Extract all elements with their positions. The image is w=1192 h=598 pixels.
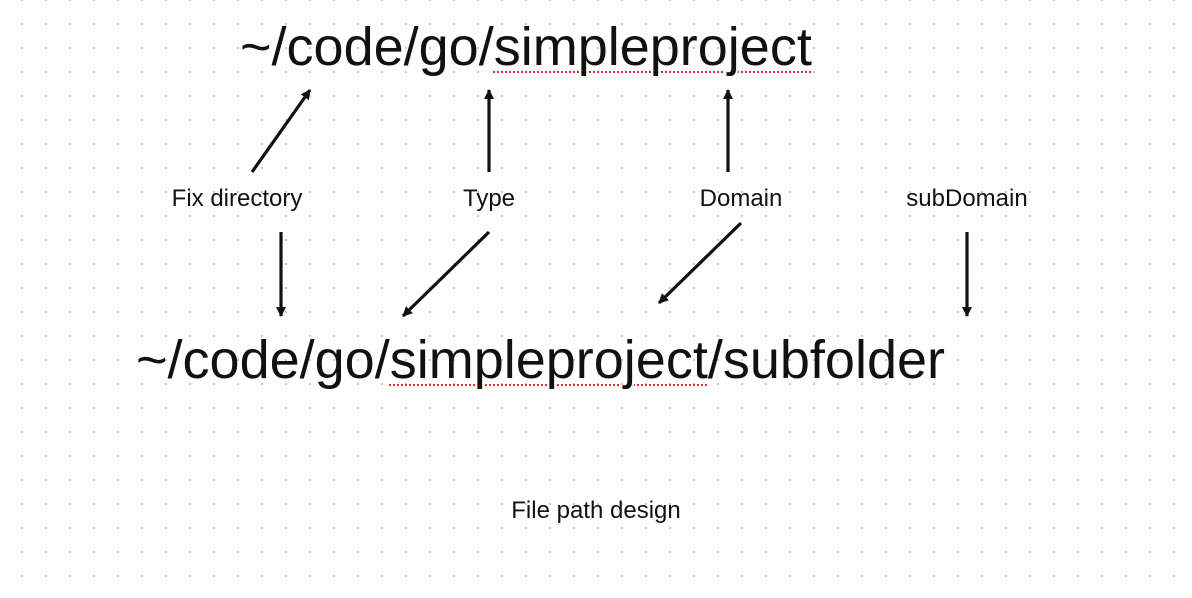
bottom-path-suffix: /subfolder bbox=[707, 330, 945, 390]
arrow-fix-directory-to-top-path bbox=[250, 89, 312, 173]
bottom-path-project-segment: simpleproject bbox=[389, 330, 708, 390]
label-fix-directory: Fix directory bbox=[171, 185, 303, 212]
label-subdomain: subDomain bbox=[906, 185, 1028, 212]
arrow-type-to-bottom-path bbox=[401, 230, 491, 318]
label-domain: Domain bbox=[699, 185, 783, 212]
bottom-path-prefix: ~/code/go/ bbox=[136, 330, 390, 390]
diagram-caption: File path design bbox=[511, 497, 681, 524]
top-path-prefix: ~/code/go/ bbox=[240, 17, 494, 77]
top-path-project-segment: simpleproject bbox=[493, 17, 812, 77]
label-type: Type bbox=[462, 185, 516, 212]
arrow-domain-to-bottom-path bbox=[657, 221, 743, 305]
top-file-path: ~/code/go/simpleproject bbox=[240, 20, 812, 74]
bottom-file-path: ~/code/go/simpleproject/subfolder bbox=[136, 333, 945, 387]
